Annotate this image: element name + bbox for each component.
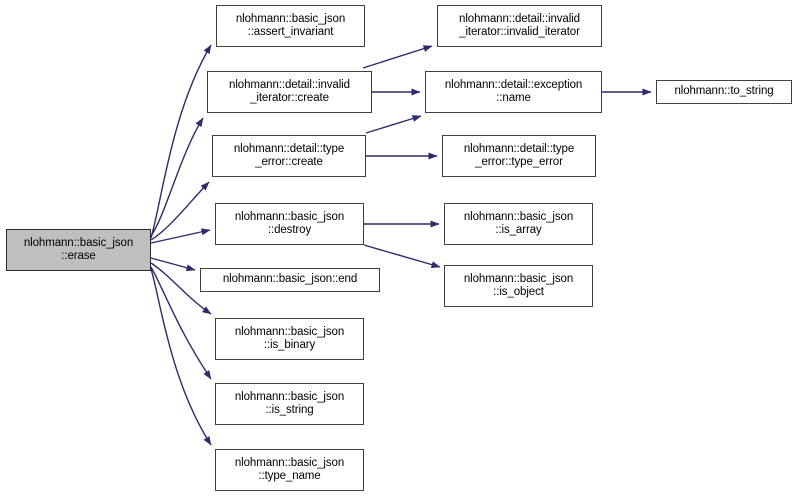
node-label-invalid_iterator_ctor: nlohmann::detail::invalid _iterator::inv…: [459, 12, 580, 39]
node-invalid_iterator_create[interactable]: nlohmann::detail::invalid _iterator::cre…: [207, 71, 372, 113]
edges: [150, 44, 652, 446]
node-label-erase: nlohmann::basic_json ::erase: [23, 236, 134, 263]
edge-erase-to-type_error_create: [150, 181, 210, 241]
node-label-end: nlohmann::basic_json::end: [222, 273, 358, 286]
node-label-to_string: nlohmann::to_string: [674, 85, 774, 98]
node-type_error_create[interactable]: nlohmann::detail::type _error::create: [212, 135, 366, 177]
node-is_object[interactable]: nlohmann::basic_json ::is_object: [444, 265, 593, 307]
node-is_binary[interactable]: nlohmann::basic_json ::is_binary: [215, 318, 364, 360]
node-end[interactable]: nlohmann::basic_json::end: [200, 268, 380, 292]
node-to_string[interactable]: nlohmann::to_string: [656, 80, 792, 104]
edge-erase-to-assert_invariant: [150, 44, 212, 239]
node-type_name[interactable]: nlohmann::basic_json ::type_name: [215, 449, 364, 491]
node-label-is_array: nlohmann::basic_json ::is_array: [463, 210, 574, 237]
node-destroy[interactable]: nlohmann::basic_json ::destroy: [215, 203, 364, 245]
node-label-exception_name: nlohmann::detail::exception ::name: [444, 78, 583, 105]
node-invalid_iterator_ctor[interactable]: nlohmann::detail::invalid _iterator::inv…: [437, 5, 602, 47]
node-label-is_string: nlohmann::basic_json ::is_string: [234, 390, 345, 417]
node-is_array[interactable]: nlohmann::basic_json ::is_array: [444, 203, 593, 245]
node-label-invalid_iterator_create: nlohmann::detail::invalid _iterator::cre…: [229, 78, 350, 105]
edge-erase-to-is_binary: [150, 262, 212, 315]
node-label-type_error_create: nlohmann::detail::type _error::create: [233, 142, 345, 169]
edge-invalid_iterator_create-to-invalid_iterator_ctor: [362, 45, 433, 69]
edge-type_error_create-to-exception_name: [365, 115, 422, 134]
edge-erase-to-invalid_iterator_create: [150, 117, 204, 237]
node-label-is_object: nlohmann::basic_json ::is_object: [463, 272, 574, 299]
node-label-destroy: nlohmann::basic_json ::destroy: [234, 210, 345, 237]
node-label-assert_invariant: nlohmann::basic_json ::assert_invariant: [235, 12, 346, 39]
edge-erase-to-destroy: [150, 228, 211, 244]
node-label-type_error_ctor: nlohmann::detail::type _error::type_erro…: [463, 142, 575, 169]
node-label-type_name: nlohmann::basic_json ::type_name: [234, 456, 345, 483]
node-exception_name[interactable]: nlohmann::detail::exception ::name: [425, 71, 602, 113]
edge-erase-to-is_string: [150, 266, 212, 380]
edge-erase-to-type_name: [150, 268, 212, 446]
node-type_error_ctor[interactable]: nlohmann::detail::type _error::type_erro…: [442, 135, 596, 177]
edge-erase-to-end: [150, 257, 196, 272]
node-assert_invariant[interactable]: nlohmann::basic_json ::assert_invariant: [216, 5, 365, 47]
node-label-is_binary: nlohmann::basic_json ::is_binary: [234, 325, 345, 352]
node-erase[interactable]: nlohmann::basic_json ::erase: [6, 229, 151, 271]
edge-destroy-to-is_object: [363, 244, 441, 268]
node-is_string[interactable]: nlohmann::basic_json ::is_string: [215, 383, 364, 425]
